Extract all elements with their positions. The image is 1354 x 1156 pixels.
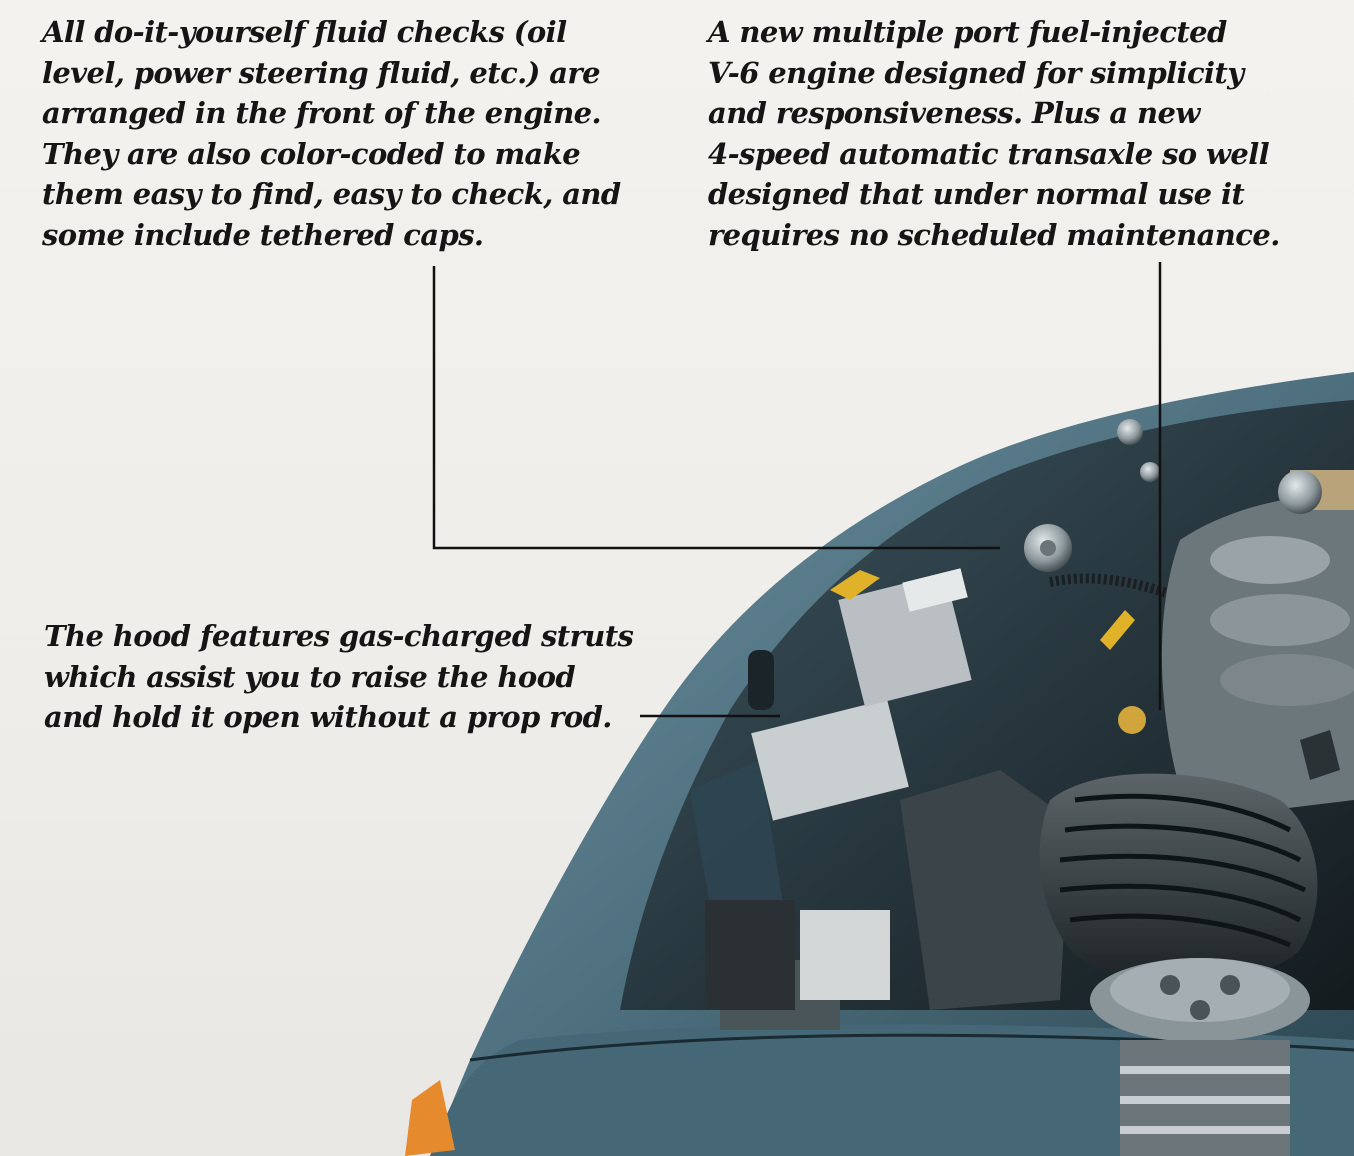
caption-line: level, power steering fluid, etc.) are xyxy=(42,55,601,90)
caption-line: arranged in the front of the engine. xyxy=(42,96,602,130)
air-intake-hose xyxy=(1039,773,1318,984)
caption-line: V-6 engine designed for simplicity xyxy=(708,55,1244,90)
caption-fluid-checks: All do-it-yourself fluid checks (oil lev… xyxy=(42,12,621,255)
caption-line: The hood features gas-charged struts xyxy=(44,619,634,653)
caption-line: which assist you to raise the hood xyxy=(44,659,576,694)
label-panels xyxy=(720,568,972,1030)
hood-strut-mount xyxy=(748,650,774,710)
caption-line: 4-speed automatic transaxle so well xyxy=(708,136,1270,171)
marker-light xyxy=(405,1080,455,1156)
dipstick-handle xyxy=(830,570,880,600)
caption-line: They are also color-coded to make xyxy=(42,136,581,171)
caption-line: some include tethered caps. xyxy=(42,217,484,252)
caption-line: them easy to find, easy to check, and xyxy=(42,177,621,211)
caption-hood: The hood features gas-charged struts whi… xyxy=(44,616,634,738)
caption-engine: A new multiple port fuel-injected V-6 en… xyxy=(708,12,1280,255)
caption-line: and hold it open without a prop rod. xyxy=(44,700,612,734)
caption-line: A new multiple port fuel-injected xyxy=(708,15,1227,49)
caption-line: All do-it-yourself fluid checks (oil xyxy=(42,15,567,49)
caption-line: requires no scheduled maintenance. xyxy=(708,217,1280,252)
caption-line: and responsiveness. Plus a new xyxy=(708,96,1200,130)
caption-line: designed that under normal use it xyxy=(708,177,1245,211)
battery xyxy=(705,900,795,1010)
strut-tower xyxy=(1090,958,1310,1156)
oil-cap xyxy=(1118,706,1146,734)
